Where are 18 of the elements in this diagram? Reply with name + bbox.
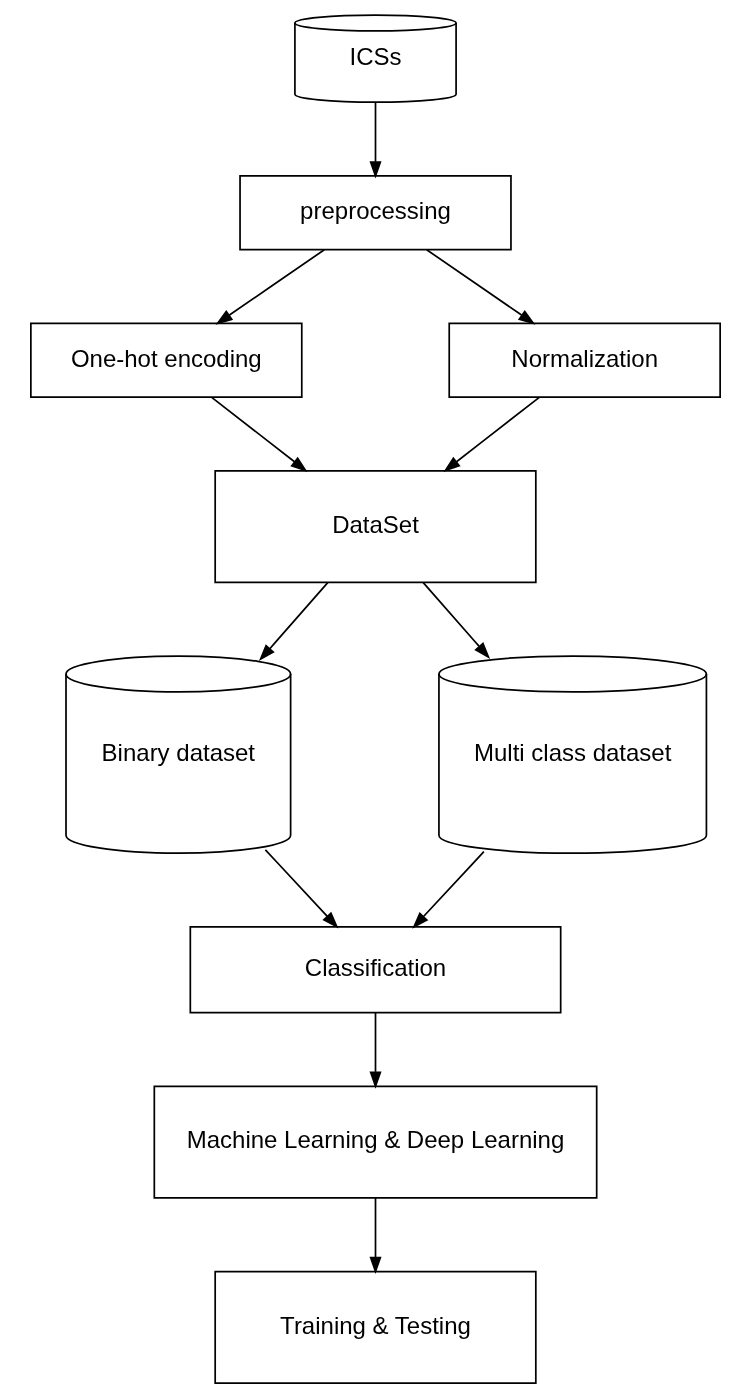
arrow [215,248,325,325]
node-box: DataSet [213,470,537,584]
arrow [421,581,490,659]
arrow [369,101,381,179]
arrow [210,396,308,472]
arrow [369,1197,381,1275]
node-box: Normalization [447,322,721,398]
arrow [425,248,535,325]
node-box: One-hot encoding [29,322,303,398]
arrow [258,581,329,662]
arrow [442,396,540,472]
node-box: preprocessing [238,175,512,251]
node-box: Training & Testing [213,1270,537,1384]
arrow [264,849,338,929]
arrow [369,1012,381,1089]
node-box: Classification [188,926,562,1014]
arrow [411,850,485,929]
node-box: Machine Learning & Deep Learning [152,1085,598,1199]
